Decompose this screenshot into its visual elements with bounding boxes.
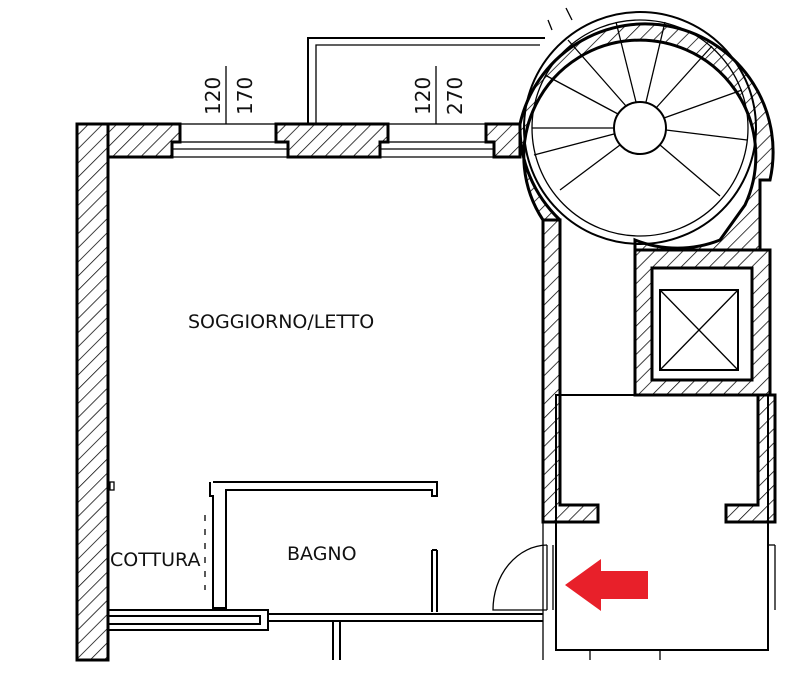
living-right-wall — [541, 218, 600, 524]
window-2 — [380, 123, 494, 158]
spiral-staircase — [518, 7, 775, 252]
living-room-label: SOGGIORNO/LETTO — [188, 311, 374, 333]
elevator-shaft — [633, 248, 772, 397]
window-2-width: 270 — [443, 77, 467, 115]
kitchen-marks — [109, 481, 206, 590]
window-2-height: 120 — [411, 77, 435, 115]
window-1-width: 170 — [233, 77, 257, 115]
left-wall — [75, 122, 110, 662]
entrance-door — [492, 544, 554, 611]
window-1 — [172, 123, 288, 158]
kitchen-label: COTTURA — [110, 549, 200, 571]
balcony-outline — [307, 37, 545, 124]
top-wall — [77, 122, 522, 159]
entrance-arrow-icon — [565, 559, 648, 611]
bathroom-label: BAGNO — [287, 543, 357, 565]
window-1-height: 120 — [201, 77, 225, 115]
bathroom-walls — [108, 481, 543, 660]
window-2-dimensions: 120 270 — [411, 77, 467, 115]
landing — [542, 394, 776, 660]
landing-right-wall — [724, 393, 777, 524]
window-1-dimensions: 120 170 — [201, 77, 257, 115]
